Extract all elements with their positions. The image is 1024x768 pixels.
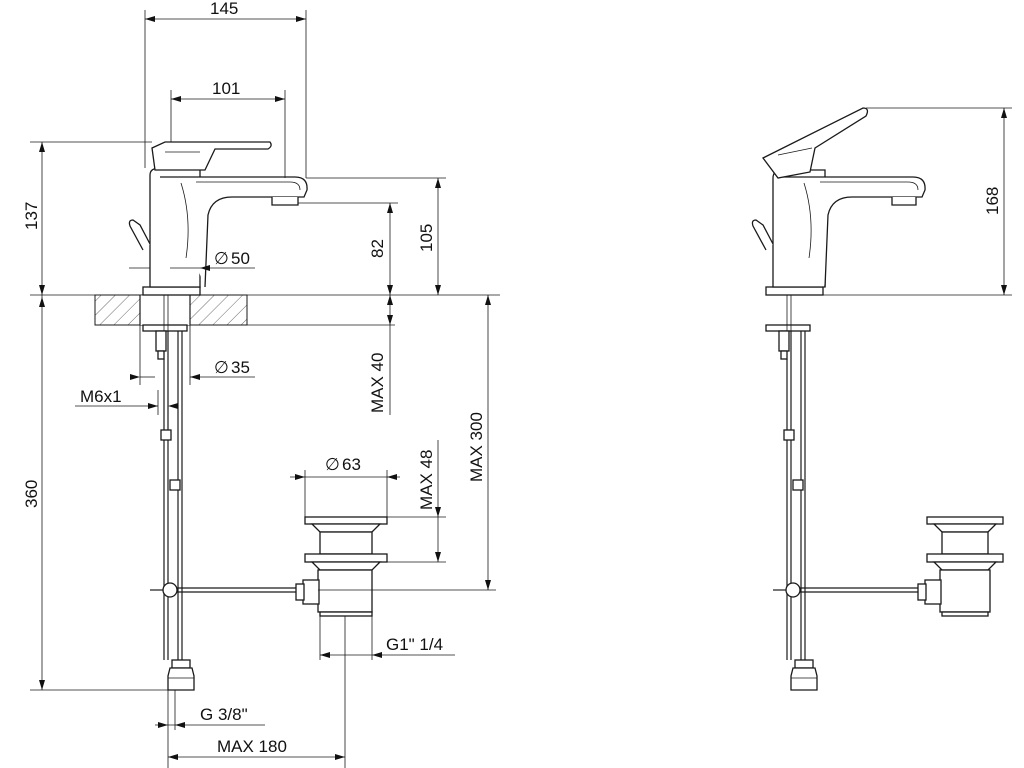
faucet-body-side (751, 107, 926, 296)
dim-m6x1: M6x1 (80, 387, 122, 406)
faucet-body (128, 141, 308, 296)
dim-168: 168 (983, 187, 1002, 215)
pull-rod (177, 587, 300, 593)
dim-max-48: MAX 48 (417, 450, 436, 510)
dim-g1-1-4: G1" 1/4 (386, 635, 443, 654)
dim-360: 360 (22, 480, 41, 508)
side-view: 168 (751, 107, 1012, 691)
countertop (30, 294, 500, 326)
dim-137: 137 (22, 202, 41, 230)
pull-rod-side (800, 587, 918, 593)
dim-105: 105 (417, 224, 436, 252)
diameter-icon: ∅ (214, 249, 229, 268)
diameter-icon: ∅ (325, 455, 340, 474)
dim-50: 50 (231, 249, 250, 268)
pop-up-drain (295, 516, 388, 617)
diameter-icon: ∅ (214, 358, 229, 377)
dim-g-3-8: G 3/8" (200, 705, 248, 724)
front-view: 145 101 137 360 82 105 MAX 40 MAX 300 MA… (22, 0, 500, 768)
dim-max-180: MAX 180 (217, 737, 287, 756)
shank-side (765, 295, 818, 691)
dimension-lines (30, 10, 496, 768)
dim-63: 63 (342, 455, 361, 474)
dim-max-300: MAX 300 (467, 412, 486, 482)
dim-82: 82 (368, 239, 387, 258)
dim-145: 145 (210, 0, 238, 18)
pop-up-drain-side (917, 516, 1004, 617)
dim-35: 35 (231, 358, 250, 377)
dim-101: 101 (212, 79, 240, 98)
dim-max-40: MAX 40 (368, 353, 387, 413)
shank-assembly (142, 295, 195, 691)
dimension-168 (823, 107, 1012, 296)
